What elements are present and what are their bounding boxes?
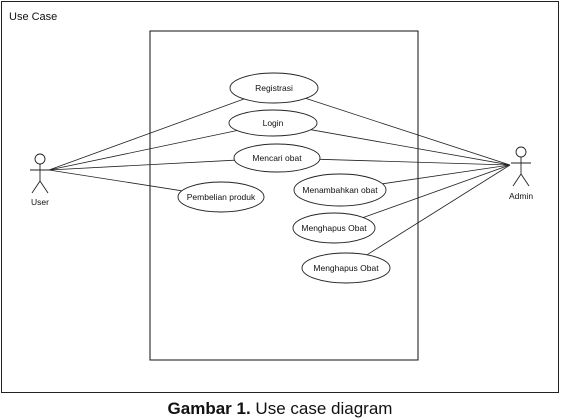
association-lines (48, 98, 511, 256)
actor-user-right-leg (39, 180, 49, 194)
use-case-label: Mencari obat (252, 153, 302, 163)
use-case-ellipse (229, 72, 319, 104)
association-admin-registrasi (305, 98, 511, 166)
use-case-ellipse (228, 109, 318, 137)
frame-title: Use Case (9, 11, 57, 23)
association-admin-login (310, 129, 511, 166)
actor-admin-label: Admin (509, 191, 533, 201)
actor-user (30, 153, 50, 194)
use-case-label: Login (263, 118, 284, 128)
association-user-login (48, 130, 238, 171)
association-admin-mencari-obat (319, 158, 511, 166)
use-case-menghapus-obat-1: Menghapus Obat (292, 212, 376, 244)
diagram-frame (1, 1, 559, 393)
use-case-label: Menambahkan obat (302, 185, 378, 195)
use-case-ellipse (233, 143, 321, 173)
use-case-label: Pembelian produk (187, 192, 256, 202)
use-case-pembelian-produk: Pembelian produk (177, 181, 265, 213)
use-case-ellipse (301, 252, 391, 284)
use-case-label: Menghapus Obat (313, 263, 379, 273)
actor-admin (511, 146, 531, 187)
use-case-login: Login (228, 109, 318, 137)
system-boundary (149, 30, 419, 361)
association-admin-menghapus-obat-1 (363, 164, 511, 218)
use-case-menghapus-obat-2: Menghapus Obat (301, 252, 391, 284)
figure-caption: Gambar 1. Use case diagram (168, 399, 393, 418)
association-admin-menambahkan-obat (382, 164, 511, 185)
use-case-menambahkan-obat: Menambahkan obat (293, 173, 387, 207)
actor-admin-head (515, 146, 527, 158)
caption-text: Use case diagram (251, 399, 393, 418)
use-case-ellipse (177, 181, 265, 213)
caption-label: Gambar 1. (168, 399, 251, 418)
use-case-mencari-obat: Mencari obat (233, 143, 321, 173)
association-user-mencari-obat (48, 159, 235, 171)
use-case-label: Registrasi (255, 83, 293, 93)
actor-user-label: User (31, 197, 49, 207)
association-user-pembelian-produk (48, 169, 182, 192)
actor-user-left-leg (31, 180, 41, 194)
actor-admin-right-leg (520, 173, 530, 187)
actor-user-head (34, 153, 46, 165)
use-case-label: Menghapus Obat (301, 223, 367, 233)
association-admin-menghapus-obat-2 (366, 164, 511, 256)
use-case-ellipse (292, 212, 376, 244)
use-case-registrasi: Registrasi (229, 72, 319, 104)
use-case-ellipse (293, 173, 387, 207)
association-user-registrasi (48, 98, 245, 171)
actor-admin-left-leg (512, 173, 522, 187)
